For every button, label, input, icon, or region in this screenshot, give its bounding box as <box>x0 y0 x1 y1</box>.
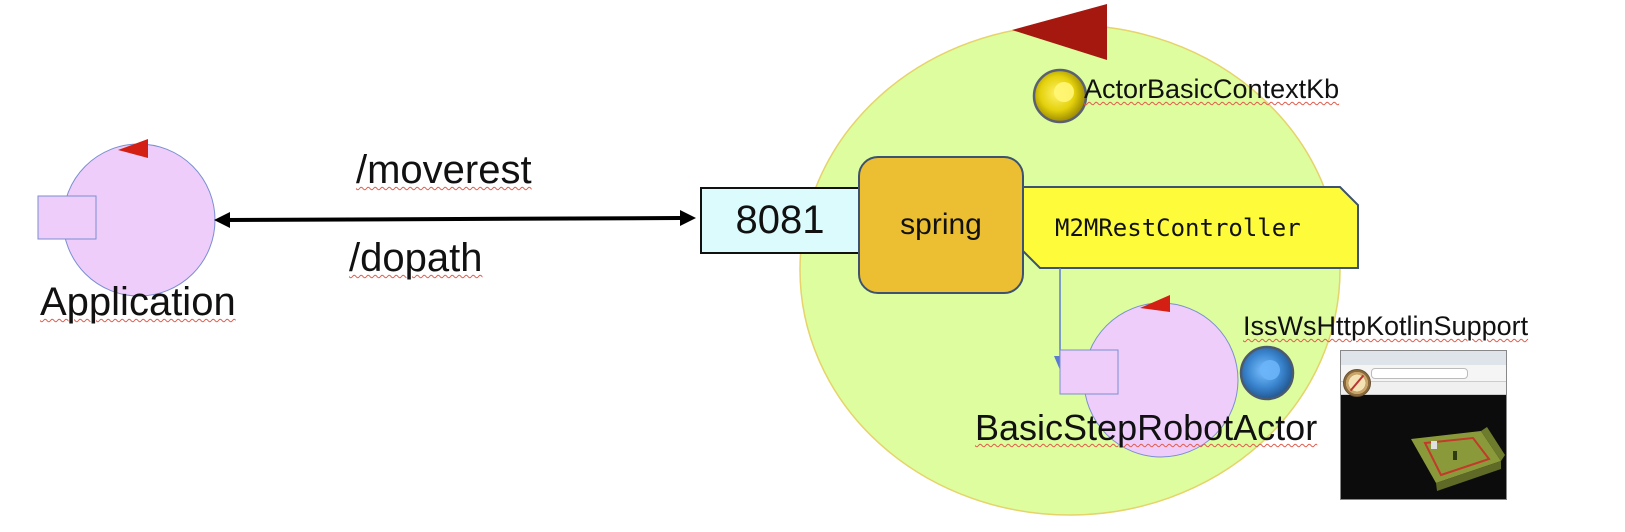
application-flag-icon <box>118 139 148 158</box>
rest-connection-arrow <box>214 210 696 228</box>
application-label: Application <box>40 280 236 324</box>
robot-port-square <box>1059 349 1119 395</box>
context-ball-icon <box>1032 68 1088 124</box>
robot-actor-label: BasicStepRobotActor <box>975 407 1318 448</box>
server-port-box: 8081 <box>700 187 860 254</box>
application-port-square <box>37 195 97 240</box>
robot-flag-icon <box>1140 295 1170 312</box>
controller-label: M2MRestController <box>1055 214 1301 242</box>
thumbnail-tab-bar <box>1341 351 1506 365</box>
context-label: ActorBasicContextKb <box>1084 74 1340 104</box>
spring-framework-box: spring <box>858 156 1024 294</box>
server-port-label: 8081 <box>735 198 825 242</box>
support-label: IssWsHttpKotlinSupport <box>1243 311 1529 341</box>
thumbnail-bookmarks-bar <box>1341 382 1506 395</box>
context-flag-icon <box>1012 4 1107 60</box>
support-ball-icon <box>1239 345 1295 401</box>
virtual-room-scene <box>1411 427 1505 491</box>
spring-framework-label: spring <box>900 208 982 241</box>
virtual-robot-browser-thumbnail <box>1340 350 1507 500</box>
route-moverest-label: /moverest <box>356 148 532 192</box>
route-dopath-label: /dopath <box>349 236 483 280</box>
thumbnail-url-field <box>1371 368 1468 379</box>
compass-icon <box>1343 369 1371 397</box>
